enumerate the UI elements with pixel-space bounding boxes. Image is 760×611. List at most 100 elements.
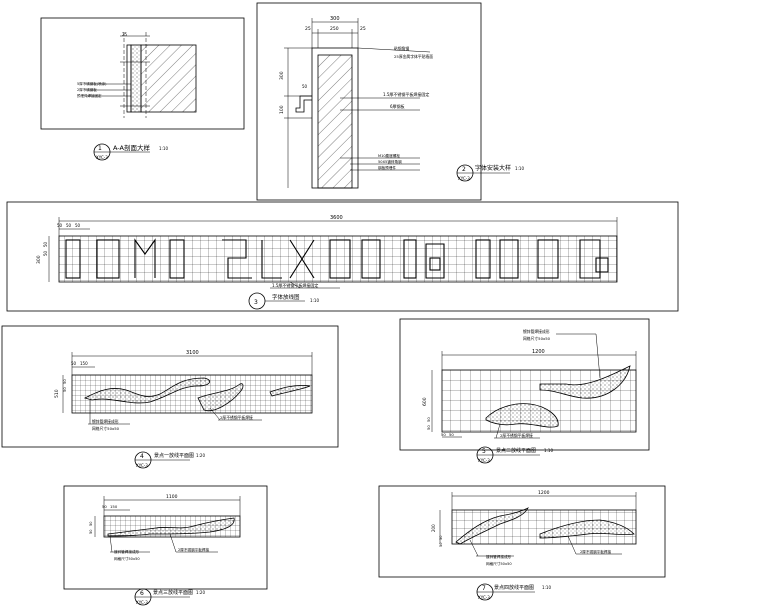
note-4-left-b: 网格尺寸50x50 <box>92 426 120 431</box>
note-2-mid-a: 1.5厚不锈钢平板焊接固定 <box>383 91 429 97</box>
note-1a: 5厚不锈钢板(喷涂) <box>77 81 107 86</box>
dim-3-side-50b: 50 <box>43 250 48 256</box>
detail-4-scale: 1:20 <box>196 453 205 458</box>
note-4-left-a: 镀锌管焊接成形 <box>92 419 119 424</box>
detail-7-scale: 1:10 <box>542 585 551 590</box>
note-2-bot-b: 50X5镀锌角钢 <box>378 159 402 164</box>
detail-1-scale: 1:10 <box>159 146 168 151</box>
dim-3-50b: 50 <box>66 223 72 228</box>
detail-6-plan: 1100 50 150 50 50 镀锌管焊接成形 网格尺寸50x50 2厚不锈… <box>63 485 268 606</box>
detail-6-num: 6 <box>140 590 144 597</box>
note-2-top-b: 25厚金属字体平贴墙面 <box>394 54 433 59</box>
note-2-top-a: 粘钢角钢 <box>394 46 409 51</box>
dim-4-side-50b: 50 <box>62 387 67 392</box>
dim-50-small: 50 <box>302 84 308 89</box>
detail-3-scale: 1:10 <box>310 298 319 303</box>
note-5-bot: 2厚不锈钢平板焊接 <box>500 433 533 438</box>
detail-3-num: 3 <box>254 299 258 306</box>
dim-7-1200: 1200 <box>538 490 550 496</box>
dim-5-side-50b: 50 <box>426 425 431 430</box>
note-2-mid-b: 6厚钢板 <box>390 103 405 109</box>
dim-300-side: 300 <box>279 71 285 80</box>
concrete-strip <box>130 44 142 113</box>
detail-5-num: 5 <box>482 448 486 455</box>
dim-4-50: 50 <box>71 361 77 366</box>
note-1c: 预埋件焊接固定 <box>77 93 102 98</box>
detail-4-title: 景点一放线平面图 <box>154 452 194 459</box>
detail-6-frame <box>63 485 268 590</box>
dim-5-side-50a: 50 <box>426 417 431 422</box>
dim-6-side-50a: 50 <box>89 521 93 526</box>
dim-5-600: 600 <box>422 397 428 406</box>
detail-5-title: 景点二放线平面图 <box>496 447 536 454</box>
dim-7-200: 200 <box>431 524 436 532</box>
detail-5-plan: 1200 600 50 50 50 50 镀锌管焊接成形 网格尺寸50x50 2… <box>399 318 650 464</box>
dim-25-right: 25 <box>360 26 366 32</box>
dim-3600: 3600 <box>330 215 343 221</box>
detail-1-section: 25 5厚不锈钢板(喷涂) 2厚不锈钢板 预埋件焊接固定 1 XYC-3 A-A… <box>40 17 245 161</box>
note-6-left-a: 镀锌管焊接成形 <box>114 549 140 554</box>
wall-hatch <box>140 44 197 113</box>
dim-3100: 3100 <box>186 350 199 356</box>
lettering-grid <box>58 235 618 283</box>
plan-5-shapes <box>485 365 631 428</box>
dim-5-50b: 50 <box>449 432 454 437</box>
detail-5-scale: 1:10 <box>544 448 553 453</box>
detail-2-frame <box>256 2 482 201</box>
dim-6-150: 150 <box>110 504 118 509</box>
dim-3-50c: 50 <box>75 223 81 228</box>
plan-7-shapes <box>455 507 635 545</box>
detail-1-ref: XYC-3 <box>96 155 108 160</box>
detail-2-installation: 300 25 250 25 300 100 50 粘钢角钢 25厚金属字体平贴墙… <box>256 2 524 201</box>
dim-250: 250 <box>330 26 339 32</box>
dim-4-150: 150 <box>80 361 88 366</box>
detail-6-title: 景点三放线平面图 <box>153 589 193 596</box>
detail-1-frame <box>40 17 245 130</box>
bracket <box>295 95 312 113</box>
dim-7-side-50a: 50 <box>439 535 443 540</box>
dim-100-side: 100 <box>279 105 285 114</box>
detail-5-ref: XYC-3 <box>478 458 490 463</box>
note-7-right: 2厚不锈钢平板焊接 <box>580 549 611 554</box>
detail-1-title: A-A剖面大样 <box>113 143 150 152</box>
dim-300-top: 300 <box>330 16 340 22</box>
dim-3-side-50a: 50 <box>43 241 48 247</box>
metal-plate <box>126 44 132 113</box>
plan-6-shape <box>107 517 235 537</box>
detail-3-lettering-layout: 3600 50 50 50 300 50 50 <box>6 201 679 312</box>
note-4-right: 2厚不锈钢平板焊接 <box>220 415 253 420</box>
detail-4-frame <box>1 325 339 448</box>
detail-7-ref: XYC-3 <box>478 595 490 600</box>
detail-2-scale: 1:10 <box>515 166 524 171</box>
detail-7-plan: 1200 200 50 50 镀锌管焊接成形 网格尺寸50x50 2厚不锈钢平板… <box>378 485 666 601</box>
detail-4-plan: 3100 50 150 510 50 50 镀锌管焊接成形 网格尺寸50x50 … <box>1 325 339 469</box>
letter-outlines <box>65 238 609 279</box>
dim-25-left: 25 <box>305 26 311 32</box>
dim-3-300: 300 <box>36 255 42 264</box>
detail-1-num: 1 <box>98 145 102 152</box>
dim-5-50a: 50 <box>441 432 446 437</box>
dim-6-50: 50 <box>102 504 107 509</box>
note-7-left-a: 镀锌管焊接成形 <box>486 554 512 559</box>
detail-2-title: 字体安装大样 <box>475 164 511 172</box>
detail-7-title: 景点四放线平面图 <box>494 584 534 591</box>
dim-4-510: 510 <box>54 389 60 398</box>
note-5-top-b: 网格尺寸50x50 <box>523 336 551 341</box>
dim-4-side-50a: 50 <box>62 379 67 384</box>
note-2-bot-c: 钢板预埋件 <box>378 165 396 170</box>
note-2-bot-a: M10膨胀螺栓 <box>378 153 400 158</box>
dim-7-side-50b: 50 <box>439 542 443 547</box>
dim-6-side-50b: 50 <box>89 529 93 534</box>
note-6-right: 2厚不锈钢平板焊接 <box>178 547 209 552</box>
detail-4-num: 4 <box>140 453 144 460</box>
detail-4-ref: XYC-3 <box>136 463 148 468</box>
plan-4-shapes <box>83 377 311 412</box>
note-3: 1.5厚不锈钢平板焊接固定 <box>272 282 318 288</box>
detail-6-ref: XYC-3 <box>136 600 148 605</box>
detail-3-title: 字体放线图 <box>272 293 300 301</box>
detail-7-num: 7 <box>482 585 486 592</box>
letter-core-hatch <box>317 54 353 189</box>
note-6-left-b: 网格尺寸50x50 <box>114 556 140 561</box>
note-7-left-b: 网格尺寸50x50 <box>486 561 512 566</box>
